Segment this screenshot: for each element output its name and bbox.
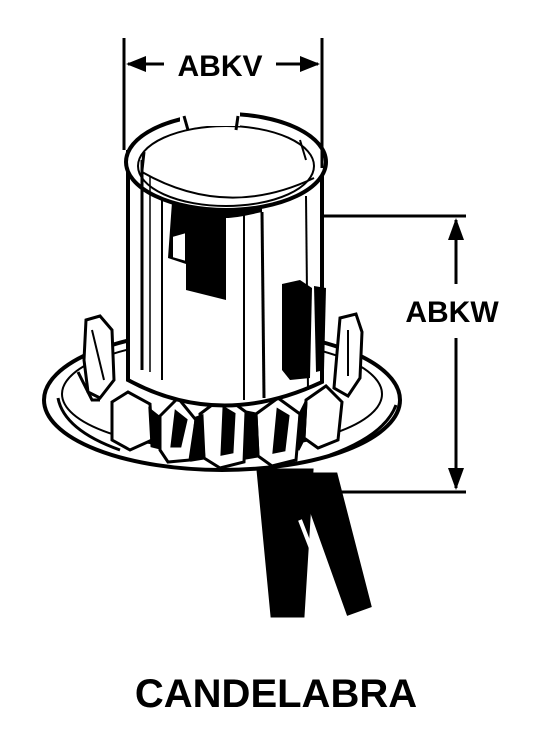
figure-caption: CANDELABRA	[135, 672, 417, 716]
height-dimension-label: ABKW	[405, 296, 499, 329]
width-dimension: ABKV	[122, 38, 324, 168]
width-dimension-label: ABKV	[177, 50, 262, 83]
wire-leads	[256, 468, 372, 618]
socket-sleeve	[124, 110, 328, 408]
height-dimension: ABKW	[322, 214, 499, 494]
spring-tabs	[76, 312, 364, 470]
